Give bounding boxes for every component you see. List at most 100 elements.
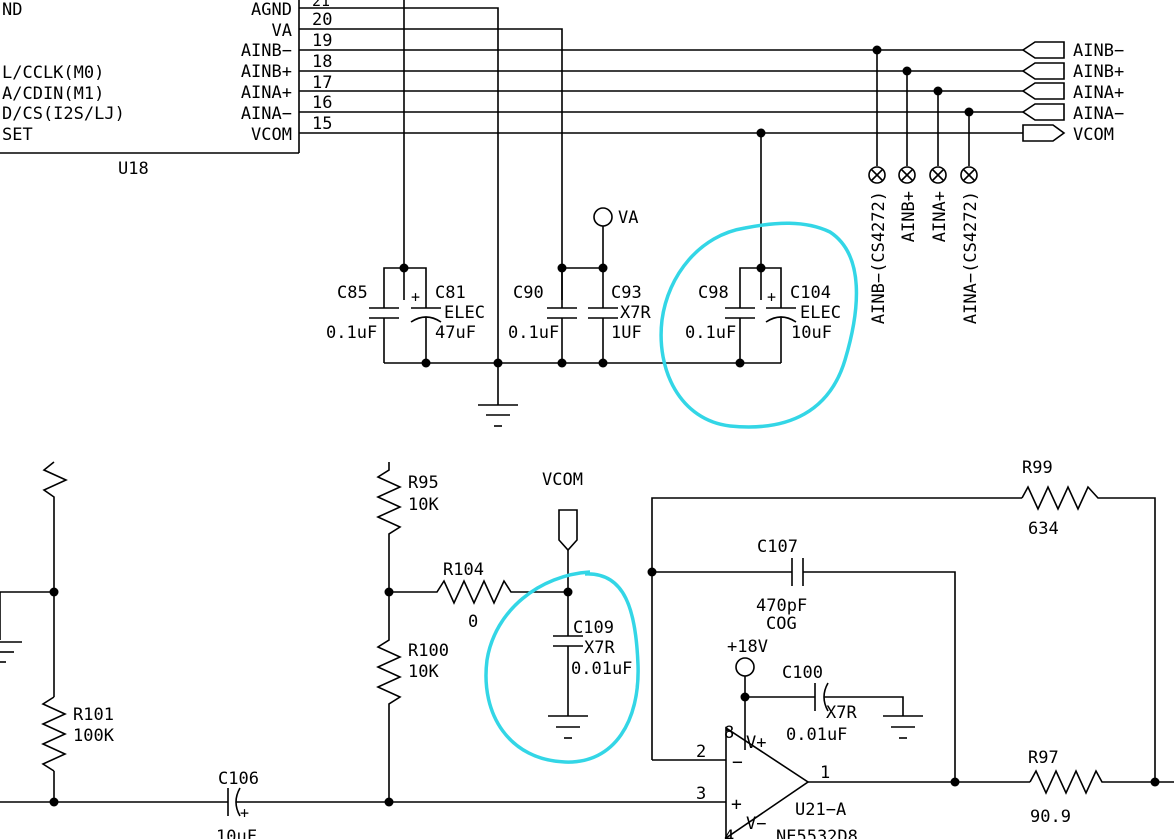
r99-ref: R99 <box>1022 458 1053 478</box>
u18-pin-aina-minus: AINA− <box>241 104 292 124</box>
c104-ref: C104 <box>790 283 831 303</box>
p18v-label: +18V <box>727 637 768 657</box>
r100-value: 10K <box>408 662 439 682</box>
opamp-pin8: 8 <box>724 723 734 743</box>
u18-pin-ainb-minus: AINB− <box>241 41 292 61</box>
c106-ref: C106 <box>218 769 259 789</box>
u18-pinnum-21: 21 <box>312 0 330 10</box>
r101-ref: R101 <box>73 705 114 725</box>
testpoint-label-ainb-minus: AINB−(CS4272) <box>869 191 889 324</box>
c81-polarity: + <box>411 288 420 306</box>
testpoint-symbol-4 <box>960 166 978 184</box>
port-label-vcom: VCOM <box>1073 125 1114 145</box>
u18-chip: ND L/CCLK(M0) A/CDIN(M1) D/CS(I2S/LJ) SE… <box>0 0 332 179</box>
c81-value: 47uF <box>435 323 476 343</box>
opamp-part: NE5532D8 <box>776 827 858 839</box>
u18-ref: U18 <box>118 159 149 179</box>
c107-ref: C107 <box>757 537 798 557</box>
u18-pinnum-18: 18 <box>312 52 332 72</box>
opamp-vplus: V+ <box>746 733 766 753</box>
c106-value: 10uF <box>216 827 257 839</box>
r95-value: 10K <box>408 495 439 515</box>
c109-ref: C109 <box>573 618 614 638</box>
u18-pin-agnd: AGND <box>251 0 292 20</box>
r104-ref: R104 <box>443 560 484 580</box>
port-label-aina-minus: AINA− <box>1073 104 1124 124</box>
c107-type: COG <box>766 614 797 634</box>
top-capacitor-bank: C85 0.1uF + C81 ELEC 47uF C90 0.1uF C93 … <box>326 263 841 427</box>
c106-polarity: + <box>240 804 249 822</box>
c109-value: 0.01uF <box>571 659 632 679</box>
test-points: AINB−(CS4272) AINB+ AINA+ AINA−(CS4272) <box>868 50 981 324</box>
u18-pin-vcom: VCOM <box>251 125 292 145</box>
opamp-pin2: 2 <box>696 742 706 762</box>
u18-left-pin-3: D/CS(I2S/LJ) <box>2 104 125 124</box>
u18-pinnum-16: 16 <box>312 93 332 113</box>
ground-symbol-c100 <box>883 715 923 739</box>
testpoint-label-aina-plus: AINA+ <box>930 191 950 242</box>
c81-type: ELEC <box>444 303 485 323</box>
opamp-pin4: 4 <box>724 827 734 839</box>
u18-pin-aina-plus: AINA+ <box>241 83 292 103</box>
port-label-ainb-plus: AINB+ <box>1073 62 1124 82</box>
c81-ref: C81 <box>435 283 466 303</box>
c93-value: 1UF <box>611 323 642 343</box>
r104-value: 0 <box>468 612 478 632</box>
opamp-plus-sign: + <box>731 794 742 815</box>
va-power-symbol: VA <box>593 207 638 300</box>
u18-pinnum-15: 15 <box>312 114 332 134</box>
u18-pinnum-19: 19 <box>312 31 332 51</box>
c109-type: X7R <box>584 638 615 658</box>
c90-value: 0.1uF <box>508 323 559 343</box>
u18-left-pin-4: SET <box>2 125 33 145</box>
c85-ref: C85 <box>337 283 368 303</box>
testpoint-label-aina-minus: AINA−(CS4272) <box>961 191 981 324</box>
port-label-ainb-minus: AINB− <box>1073 41 1124 61</box>
testpoint-label-ainb-plus: AINB+ <box>899 191 919 242</box>
r95-ref: R95 <box>408 473 439 493</box>
u18-left-pin-1: L/CCLK(M0) <box>2 63 104 83</box>
port-connectors: AINB− AINB+ AINA+ AINA− VCOM <box>1021 41 1124 145</box>
r99-value: 634 <box>1028 519 1059 539</box>
bottom-circuit: R101 100K C106 + 10uF R95 10K R100 10K R… <box>0 458 1174 839</box>
opamp-vminus: V− <box>746 814 766 834</box>
ground-symbol-c109 <box>548 715 588 739</box>
highlight-circle-c109 <box>484 570 640 764</box>
r97-ref: R97 <box>1028 748 1059 768</box>
vcom-label-bottom: VCOM <box>542 470 583 490</box>
u18-left-pin-2: A/CDIN(M1) <box>2 84 104 104</box>
u18-left-pin-0: ND <box>2 0 22 20</box>
c98-ref: C98 <box>698 283 729 303</box>
c98-value: 0.1uF <box>685 323 736 343</box>
opamp-pin1: 1 <box>820 763 830 783</box>
testpoint-symbol-3 <box>929 166 947 184</box>
c104-value: 10uF <box>791 323 832 343</box>
r101-value: 100K <box>73 726 115 746</box>
c90-ref: C90 <box>513 283 544 303</box>
opamp-minus-sign: − <box>732 752 743 773</box>
opamp-ref: U21−A <box>795 800 846 820</box>
u18-pin-ainb-plus: AINB+ <box>241 62 292 82</box>
highlight-circle-c98-c104 <box>659 221 859 429</box>
c85-value: 0.1uF <box>326 323 377 343</box>
c93-type: X7R <box>620 303 651 323</box>
c100-type: X7R <box>826 703 857 723</box>
r97-value: 90.9 <box>1030 807 1071 827</box>
u18-pin-va: VA <box>272 21 292 41</box>
port-label-aina-plus: AINA+ <box>1073 83 1124 103</box>
c100-value: 0.01uF <box>786 725 847 745</box>
c104-polarity: + <box>767 288 776 306</box>
u18-pinnum-20: 20 <box>312 10 332 30</box>
testpoint-symbol-1 <box>868 166 886 184</box>
opamp-pin3: 3 <box>696 784 706 804</box>
c104-type: ELEC <box>800 303 841 323</box>
va-label: VA <box>618 208 638 228</box>
c107-value: 470pF <box>756 596 807 616</box>
r100-ref: R100 <box>408 641 449 661</box>
u18-pinnum-17: 17 <box>312 73 332 93</box>
c100-ref: C100 <box>782 663 823 683</box>
testpoint-symbol-2 <box>898 166 916 184</box>
ground-symbol-top <box>478 404 518 427</box>
c93-ref: C93 <box>611 283 642 303</box>
